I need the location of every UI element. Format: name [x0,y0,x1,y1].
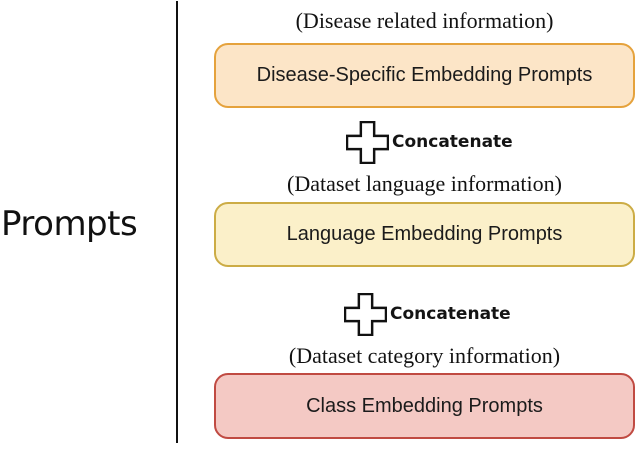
language-embedding-prompts-box: Language Embedding Prompts [214,202,635,267]
disease-specific-embedding-prompts-label: Disease-Specific Embedding Prompts [256,64,593,86]
class-embedding-prompts-label: Class Embedding Prompts [306,394,543,417]
prompts-side-label: Prompts [1,204,138,244]
disease-info-caption: (Disease related information) [295,8,554,33]
concatenate-label: Concatenate [392,132,513,152]
class-embedding-prompts-box: Class Embedding Prompts [214,373,635,439]
language-embedding-prompts-label: Language Embedding Prompts [286,223,563,245]
concatenate-operator-1: Concatenate [346,120,513,164]
disease-specific-embedding-prompts-box: Disease-Specific Embedding Prompts [214,43,635,108]
dataset-category-info-caption: (Dataset category information) [288,343,561,368]
dataset-language-info-caption: (Dataset language information) [287,171,562,196]
plus-icon [344,292,387,336]
concatenate-operator-2: Concatenate [344,292,511,336]
concatenate-label: Concatenate [390,304,511,324]
vertical-divider-line [176,1,178,443]
plus-icon [346,120,389,164]
